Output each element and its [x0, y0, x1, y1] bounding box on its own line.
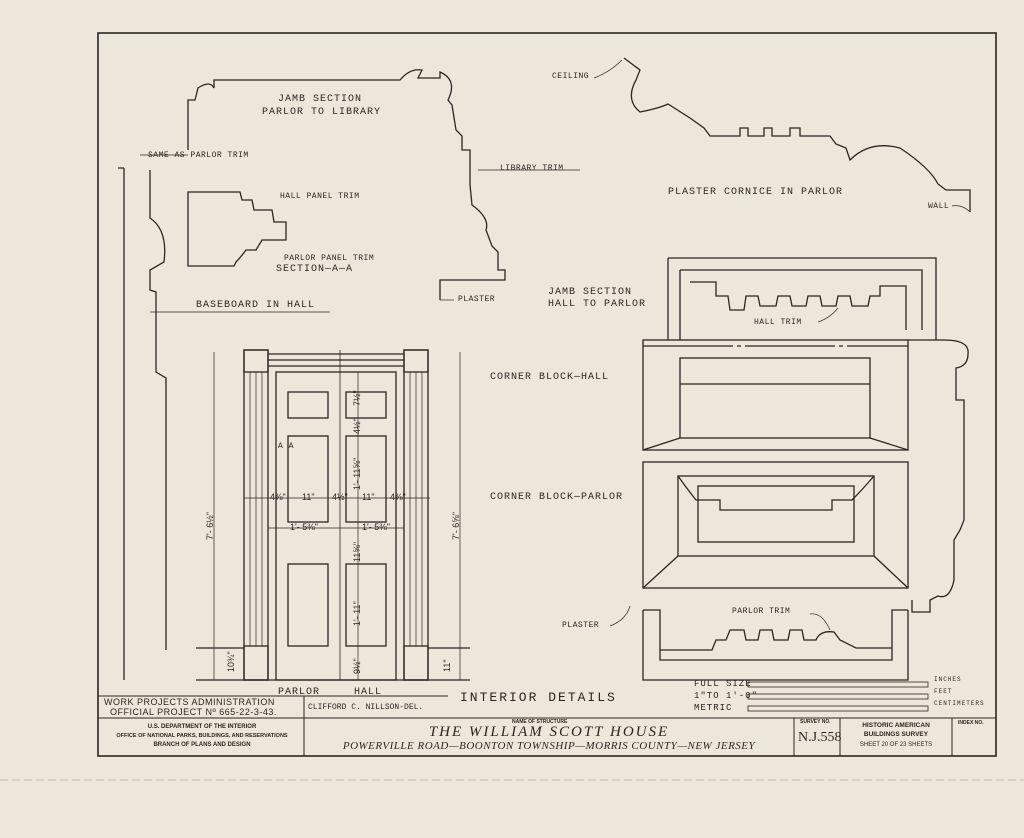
- label-plaster-1: PLASTER: [458, 295, 496, 304]
- label-baseboard-in-hall: BASEBOARD IN HALL: [196, 300, 316, 311]
- leader-hall-trim: [817, 307, 839, 323]
- dim-plinth-right: 11": [442, 659, 452, 672]
- label-same-as-parlor-trim: SAME AS PARLOR TRIM: [148, 151, 249, 160]
- door-panel-5: [287, 563, 329, 647]
- dim-lower-panel: 1'- 11": [352, 601, 362, 626]
- corner-block-parlor: [642, 461, 909, 589]
- tb-wpa-2: OFFICIAL PROJECT Nº 665-22-3-43.: [110, 707, 277, 717]
- door-panel-3: [287, 435, 329, 523]
- tb-dept-3: BRANCH OF PLANS AND DESIGN: [153, 742, 251, 748]
- scale-bar-full: [747, 681, 929, 688]
- corner-block-parlor-profile: [677, 475, 875, 511]
- door-panel-6: [345, 563, 387, 647]
- label-parlor-panel-trim: PARLOR PANEL TRIM: [284, 254, 375, 263]
- corner-block-hall: [642, 339, 909, 451]
- tb-sheet: SHEET 20 OF 23 SHEETS: [859, 742, 933, 748]
- label-wall: WALL: [928, 202, 950, 211]
- label-jamb-section-library-1: JAMB SECTION: [278, 94, 363, 105]
- scale-centimeters: CENTIMETERS: [934, 700, 985, 707]
- tb-delineator: CLIFFORD C. NILLSON-DEL.: [308, 703, 424, 712]
- tb-location: POWERVILLE ROAD—BOONTON TOWNSHIP—MORRIS …: [342, 740, 756, 752]
- corner-block-parlor-innermost: [697, 485, 855, 543]
- label-hall-panel-trim: HALL PANEL TRIM: [280, 192, 360, 201]
- scale-bar-metric: [747, 705, 929, 712]
- tb-wpa-1: WORK PROJECTS ADMINISTRATION: [104, 697, 275, 707]
- scale-feet: FEET: [934, 688, 953, 695]
- dim-lock-rail: 11⅝": [352, 541, 362, 562]
- jamb-section-library-profile: [187, 69, 506, 300]
- leader-plaster-2: [609, 605, 631, 627]
- panel-trim-profile: [187, 191, 287, 267]
- label-interior-details: INTERIOR DETAILS: [460, 690, 617, 705]
- label-hall-trim: HALL TRIM: [754, 318, 802, 327]
- tb-dept-2: OFFICE OF NATIONAL PARKS, BUILDINGS, AND…: [116, 733, 288, 739]
- tb-index-caption: INDEX NO.: [958, 720, 984, 726]
- label-plaster-cornice: PLASTER CORNICE IN PARLOR: [668, 187, 844, 198]
- right-jamb-profile: [908, 339, 969, 613]
- label-parlor: PARLOR: [278, 687, 321, 698]
- parlor-trim-section: [642, 609, 909, 681]
- dim-top-rail: 7½": [352, 390, 362, 406]
- dim-panel-left: 11": [302, 492, 315, 502]
- label-corner-block-hall: CORNER BLOCK—HALL: [490, 372, 610, 383]
- dim-door-height-right: 7'- 6⅝": [451, 512, 461, 540]
- scale-metric: METRIC: [694, 703, 733, 713]
- dim-bottom-rail: 9½": [352, 658, 362, 674]
- dim-door-height-left: 7'- 6½": [205, 512, 215, 540]
- scale-inches: INCHES: [934, 676, 962, 683]
- dim-center-stile: 4½": [332, 492, 348, 502]
- scale-bar-feet: [747, 693, 929, 700]
- label-library-trim: LIBRARY TRIM: [500, 164, 564, 173]
- dim-panel-right: 11": [362, 492, 375, 502]
- scale-one-to-one: 1"TO 1'-0": [694, 691, 759, 701]
- scale-full-size: FULL SIZE: [694, 679, 752, 689]
- tb-survey-no: N.J.558: [798, 730, 842, 745]
- label-jamb-section-hall-2: HALL TO PARLOR: [548, 299, 647, 310]
- leader-parlor-trim: [809, 613, 831, 631]
- tb-structure-name: THE WILLIAM SCOTT HOUSE: [428, 724, 670, 740]
- tb-habs-2: BUILDINGS SURVEY: [863, 731, 929, 738]
- label-parlor-trim: PARLOR TRIM: [732, 607, 791, 616]
- corner-block-parlor-inner: [677, 475, 875, 557]
- baseboard-profile: [118, 167, 167, 680]
- plaster-cornice-profile: [623, 57, 971, 212]
- dim-plinth-left: 10¾": [226, 651, 236, 672]
- tb-survey-caption: SURVEY NO.: [800, 719, 831, 725]
- dim-stile-right: 4⅜": [390, 492, 406, 502]
- label-section-aa: SECTION—A—A: [276, 264, 354, 275]
- dim-upper-panel: 1'- 11⅝": [352, 457, 362, 490]
- label-jamb-section-hall-1: JAMB SECTION: [548, 287, 633, 298]
- label-corner-block-parlor: CORNER BLOCK—PARLOR: [490, 492, 624, 503]
- tb-dept-1: U.S. DEPARTMENT OF THE INTERIOR: [147, 724, 257, 730]
- label-section-marker: A A: [278, 442, 294, 451]
- door-panel-1: [287, 391, 329, 419]
- corner-block-parlor-bevel: [642, 555, 909, 589]
- door-panel-2: [345, 391, 387, 419]
- label-jamb-section-library-2: PARLOR TO LIBRARY: [262, 107, 382, 118]
- dim-stile-left: 4⅜": [270, 492, 286, 502]
- sheet-border: [97, 32, 997, 757]
- leader-wall: [951, 205, 971, 213]
- label-ceiling: CEILING: [552, 72, 590, 81]
- dim-frieze-rail: 4½": [352, 418, 362, 434]
- tb-habs-1: HISTORIC AMERICAN: [862, 722, 930, 729]
- dim-leaf-left: 1'- 5⅜": [290, 522, 318, 532]
- label-hall: HALL: [354, 687, 383, 698]
- corner-block-hall-inner: [679, 357, 871, 439]
- label-plaster-2: PLASTER: [562, 621, 600, 630]
- tb-name-caption: NAME OF STRUCTURE: [512, 719, 568, 725]
- leader-ceiling: [593, 59, 623, 79]
- hall-trim-section: [667, 257, 937, 340]
- dim-leaf-right: 1'- 5⅜": [362, 522, 390, 532]
- door-panel-4: [345, 435, 387, 523]
- corner-block-hall-bevel: [642, 383, 909, 451]
